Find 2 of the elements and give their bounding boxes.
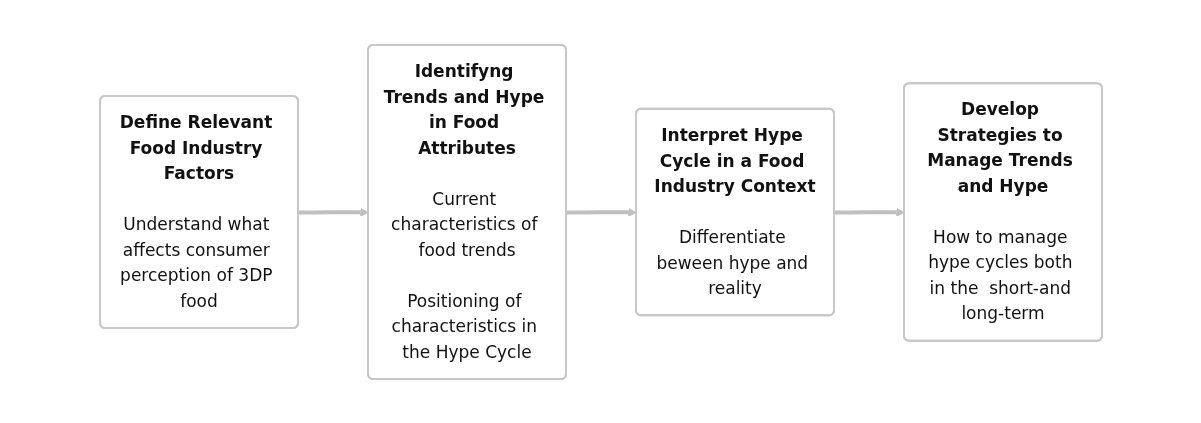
node-text: Identifyng Trends and Hype in Food Attributes Current characteristics of food trends Positioning of characteristics in the Hype Cycle [383,60,544,361]
node-text: Define Relevant Food Industry Factors Understand what affects consumer perception of 3DP food [119,111,272,310]
